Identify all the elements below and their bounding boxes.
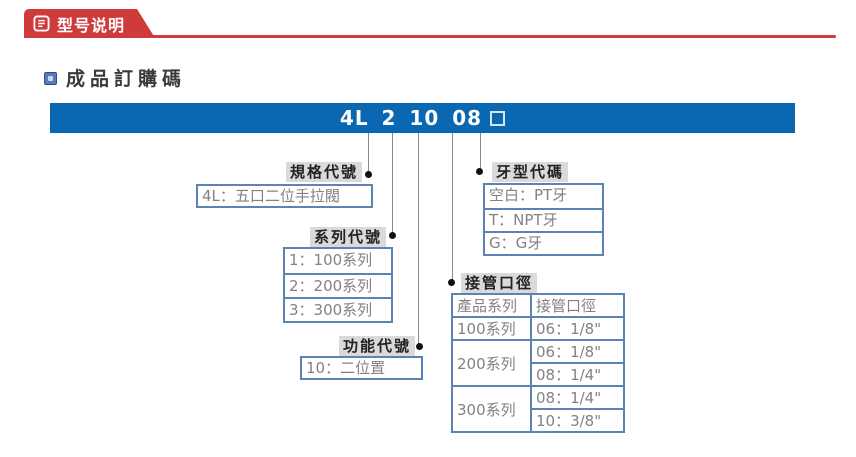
size-cell: 08：1/4" <box>530 362 625 387</box>
thread-code-box: 空白：PT牙 T：NPT牙 G：G牙 <box>483 183 604 256</box>
table-row: 200系列 06：1/8" <box>451 339 625 387</box>
document-icon <box>33 15 50 32</box>
size-cell: 08：1/4" <box>530 385 625 410</box>
table-header-row: 產品系列 接管口徑 <box>451 293 625 318</box>
series-cell: 300系列 <box>451 385 532 433</box>
size-cell: 06：1/8" <box>530 339 625 364</box>
connector-line-series <box>392 133 393 235</box>
connector-dot-thread <box>476 168 483 175</box>
connector-line-spec <box>368 133 369 174</box>
series-code-item: 2：200系列 <box>285 273 391 297</box>
connector-line-thread <box>480 133 481 171</box>
series-cell: 200系列 <box>451 339 532 387</box>
model-description-tab: 型号说明 <box>24 9 155 38</box>
series-code-label: 系列代號 <box>309 227 386 247</box>
table-row: 300系列 08：1/4" <box>451 385 625 433</box>
series-code-item: 1：100系列 <box>289 251 373 269</box>
size-cell: 06：1/8" <box>530 316 625 341</box>
table-row: 100系列 06：1/8" <box>451 316 625 341</box>
spec-code-box: 4L：五口二位手拉閥 <box>196 184 373 208</box>
connector-dot-function <box>416 343 423 350</box>
thread-code-item: 空白：PT牙 <box>489 186 568 204</box>
table-header-series: 產品系列 <box>451 293 532 318</box>
blank-code-square-icon <box>490 110 506 126</box>
connector-dot-series <box>389 232 396 239</box>
thread-code-item: G：G牙 <box>485 231 602 254</box>
thread-code-label: 牙型代碼 <box>492 162 569 182</box>
header-rule <box>24 35 836 38</box>
section-bullet-icon <box>44 72 57 85</box>
series-code-box: 1：100系列 2：200系列 3：300系列 <box>283 247 393 323</box>
section-title: 成品訂購碼 <box>66 68 187 90</box>
connector-dot-port <box>448 279 455 286</box>
table-header-size: 接管口徑 <box>530 293 625 318</box>
table-row: 10：3/8" <box>452 408 625 433</box>
thread-code-item: T：NPT牙 <box>485 208 602 231</box>
series-code-item: 3：300系列 <box>285 297 391 321</box>
port-size-table: 產品系列 接管口徑 100系列 06：1/8" 200系列 06：1/8" 08… <box>451 293 625 433</box>
connector-line-function <box>418 133 419 346</box>
connector-line-port <box>452 133 453 282</box>
order-code-text: 4L 2 10 08 <box>339 106 483 130</box>
tab-label: 型号说明 <box>57 15 126 35</box>
series-cell: 100系列 <box>451 316 532 341</box>
port-size-label: 接管口徑 <box>461 273 538 293</box>
spec-code-label: 規格代號 <box>285 162 362 182</box>
order-code-banner: 4L 2 10 08 <box>50 103 795 133</box>
connector-dot-spec <box>365 171 372 178</box>
function-code-label: 功能代號 <box>338 336 415 356</box>
table-row: 08：1/4" <box>452 362 625 387</box>
function-code-box: 10：二位置 <box>300 356 423 380</box>
size-cell: 10：3/8" <box>530 408 625 433</box>
